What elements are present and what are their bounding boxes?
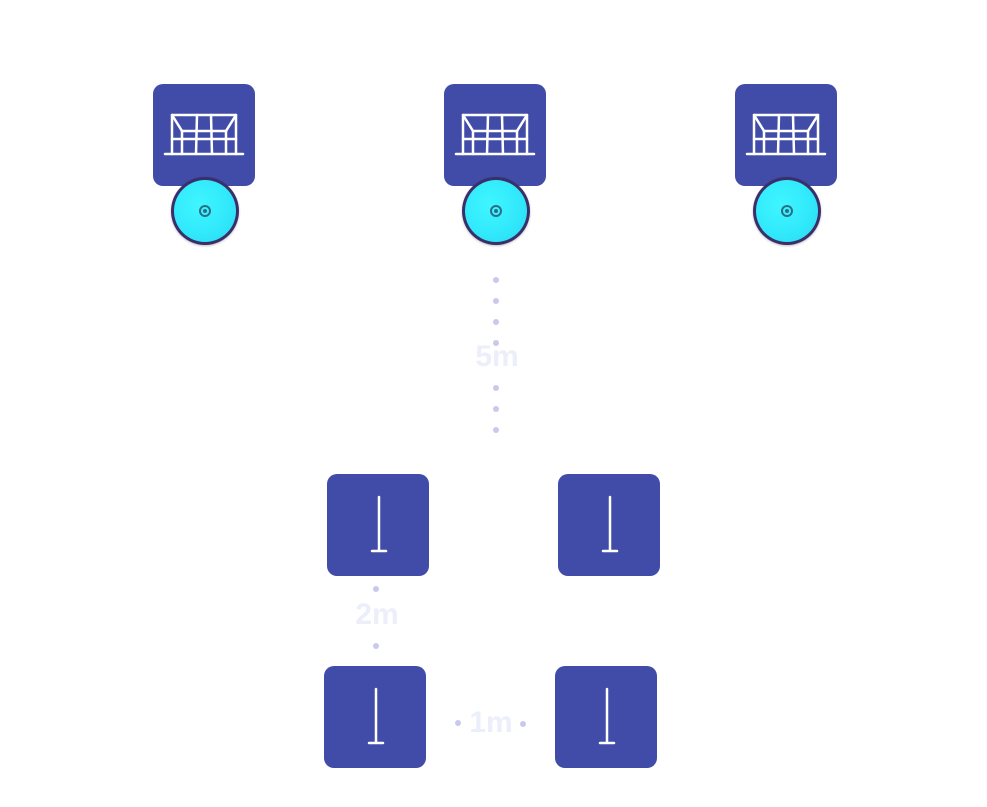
distance-dot <box>493 319 499 325</box>
ball-icon <box>174 180 236 242</box>
ball-left <box>171 177 239 245</box>
pole-tile-lower-right <box>555 666 657 768</box>
distance-dot <box>373 586 379 592</box>
goal-tile-right <box>735 84 837 186</box>
distance-dot <box>493 385 499 391</box>
ball-center-dot <box>490 205 502 217</box>
goal-icon <box>745 113 827 156</box>
goal-tile-center <box>444 84 546 186</box>
distance-dot <box>493 340 499 346</box>
pole-tile-upper-right <box>558 474 660 576</box>
ball-icon <box>756 180 818 242</box>
distance-dot <box>493 427 499 433</box>
pole-tile-lower-left <box>324 666 426 768</box>
distance-label-2m: 2m <box>355 598 399 631</box>
ball-icon <box>465 180 527 242</box>
ball-right <box>753 177 821 245</box>
distance-label-1m: 1m <box>469 706 513 739</box>
distance-dot <box>520 721 526 727</box>
goal-icon <box>454 113 536 156</box>
goal-tile-left <box>153 84 255 186</box>
ball-center <box>199 205 211 217</box>
ball-center <box>462 177 530 245</box>
pole-tile-upper-left <box>327 474 429 576</box>
distance-dot <box>493 298 499 304</box>
distance-label-5m: 5m <box>475 340 519 373</box>
pole-icon <box>598 687 616 745</box>
pole-icon <box>370 495 388 553</box>
goal-icon <box>163 113 245 156</box>
pole-icon <box>601 495 619 553</box>
distance-dot <box>493 406 499 412</box>
distance-dot <box>455 720 461 726</box>
pole-icon <box>367 687 385 745</box>
distance-dot <box>493 277 499 283</box>
ball-center-dot <box>781 205 793 217</box>
distance-dot <box>373 643 379 649</box>
